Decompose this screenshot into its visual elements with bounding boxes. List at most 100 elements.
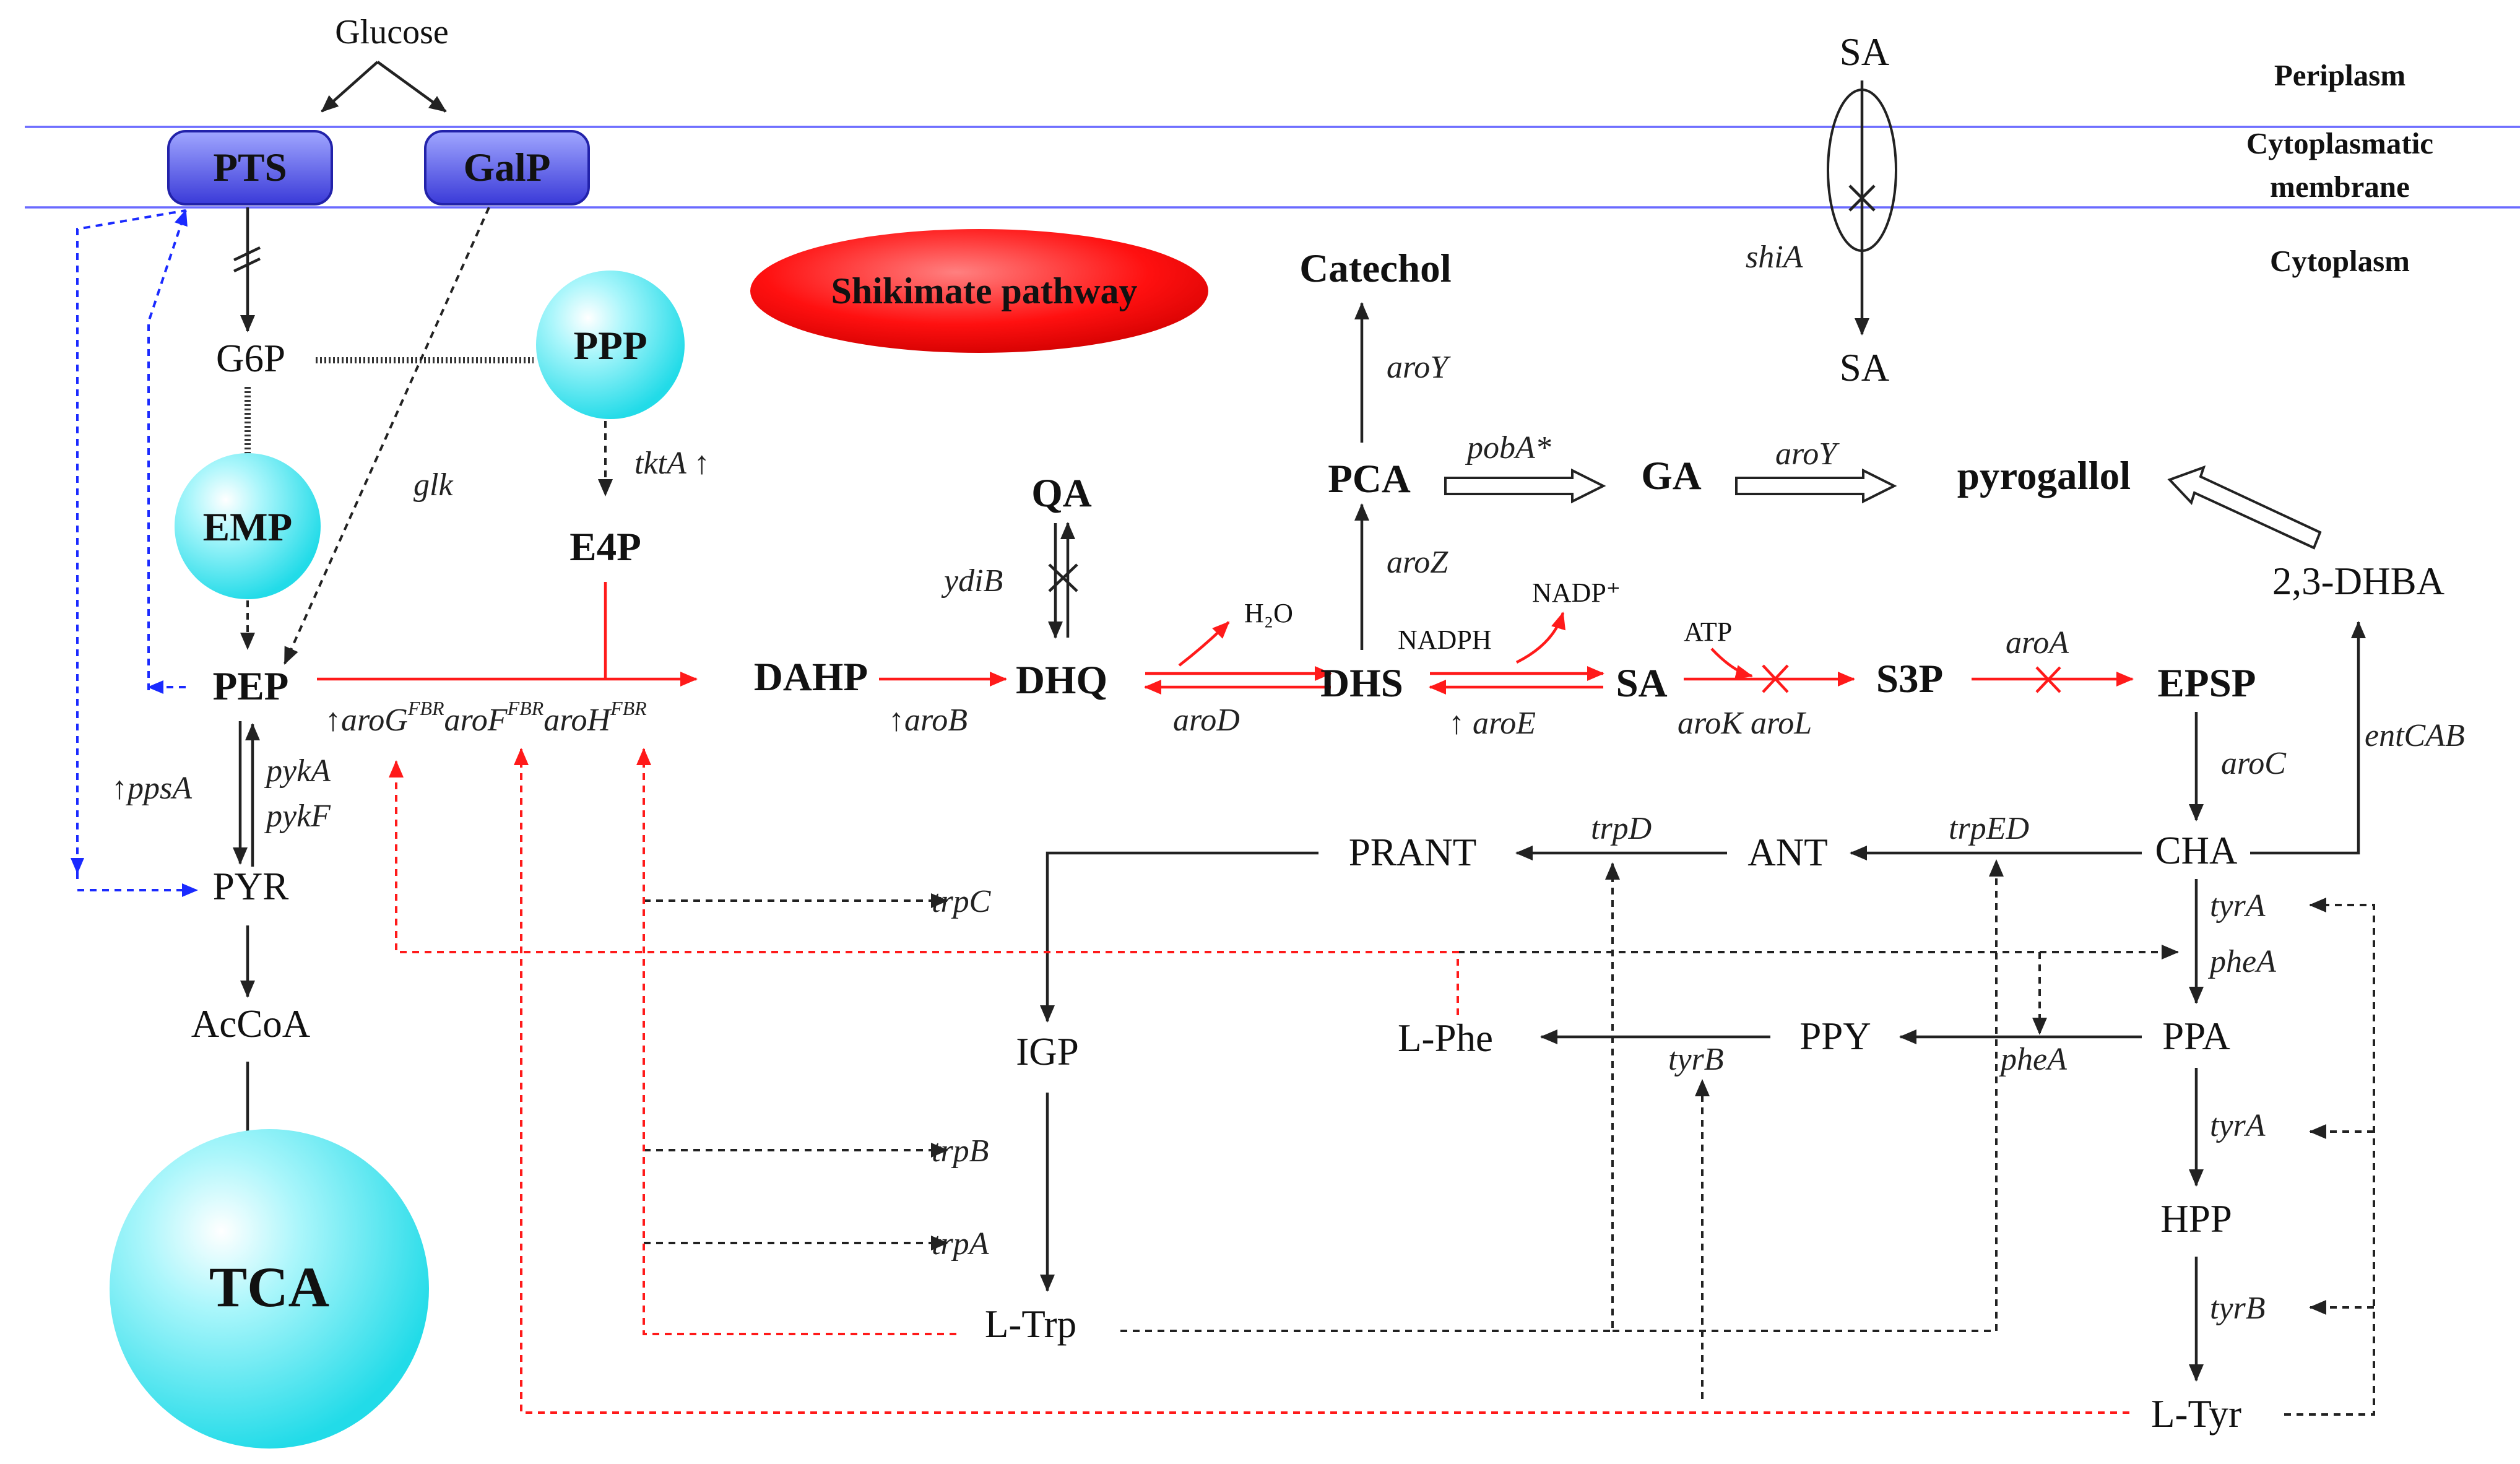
tkta-label: tktA ↑ [634,446,710,481]
periplasm-label: Periplasm [2274,58,2405,92]
galp-transporter-box [424,130,590,206]
tyrb-tyr-label: tyrB [2210,1291,2266,1326]
nadph-label: NADPH [1398,625,1492,655]
ydib-label: ydiB [941,563,1003,599]
ltrp-to-trpd-inhibition [1120,862,1620,1332]
sa-cytoplasm-label: SA [1840,346,1890,389]
pyrogallol-label: pyrogallol [1957,454,2131,498]
accoa-label: AcCoA [191,1002,311,1046]
shikimate-pathway-ellipse [750,229,1208,353]
dhq-label: DHQ [1016,658,1107,703]
prant-to-igp-arrow [1040,851,1318,1023]
atp-consume-arrow [1710,648,1753,680]
ppa-label: PPA [2162,1015,2230,1058]
catechol-label: Catechol [1299,246,1452,291]
pyka-label: pykA [264,753,331,789]
ltyr-label: L-Tyr [2151,1392,2241,1436]
qa-label: QA [1031,471,1092,516]
tyra-cha-label: tyrA [2210,888,2266,924]
ltrp-to-aroh-feedback [636,748,956,1335]
glucose-label: Glucose [335,13,449,51]
cytoplasm-label: Cytoplasm [2270,244,2410,278]
pep-pts-blue-link [147,209,188,690]
glucose-to-pts-arrow [321,61,379,113]
lphe-label: L-Phe [1398,1016,1493,1060]
ltyr-to-tyra-cha-inhibition [2284,898,2375,1416]
aroz-label: aroZ [1387,545,1448,580]
pykf-label: pykF [264,799,331,834]
ga-label: GA [1641,454,1702,498]
arob-label: ↑aroB [888,703,968,738]
galp-label: GalP [464,145,551,190]
galp-to-pep-arrow [284,207,490,665]
trpa-label: trpA [932,1226,989,1262]
pep-label: PEP [213,664,289,709]
pca-to-ga-hollow-arrow [1444,468,1606,504]
sa-periplasm-label: SA [1840,30,1890,74]
lphe-to-arog-feedback [389,760,1459,1015]
aro-g-label: ↑aroGFBRaroFFBRaroHFBR [325,697,647,738]
ga-to-pyrogallol-hollow-arrow [1735,468,1897,504]
sa-label: SA [1616,661,1667,706]
slash-mark [233,246,261,262]
slash-mark [233,257,261,273]
membrane-label-line1: Cytoplasmatic [2246,126,2433,160]
aroa-label: aroA [2006,625,2069,661]
ltrp-label: L-Trp [985,1302,1076,1346]
atp-label: ATP [1684,617,1732,647]
pts-transporter-box [167,130,333,206]
emp-label: EMP [203,505,292,550]
ppy-label: PPY [1799,1015,1871,1058]
tyra-hpp-label: tyrA [2210,1108,2266,1143]
phea-ppy-label: pheA [1998,1042,2067,1077]
aroy-catechol-label: aroY [1387,350,1451,385]
epsp-label: EPSP [2158,661,2256,706]
trpc-label: trpC [932,884,992,919]
pca-label: PCA [1328,457,1411,501]
dhba-to-pyrogallol-hollow-arrow [2167,465,2322,550]
membrane-label-line2: membrane [2270,170,2410,204]
cross-mark [1048,563,1078,592]
aroc-label: aroC [2221,746,2287,781]
e4p-label: E4P [569,525,641,570]
ppsa-label: ↑ppsA [111,771,192,806]
igp-label: IGP [1016,1030,1079,1073]
h2o-label: H₂O [1244,598,1293,628]
cha-to-dhba-arrow [2250,621,2366,855]
shia-label: shiA [1746,240,1803,275]
glk-label: glk [414,467,453,503]
knockout-cross [1848,184,1876,212]
ppp-label: PPP [573,324,647,368]
cha-label: CHA [2155,829,2238,872]
dahp-label: DAHP [754,655,868,700]
knockout-cross [2035,666,2061,693]
nadp-label: NADP⁺ [1532,578,1621,608]
hpp-label: HPP [2160,1197,2232,1241]
glucose-to-galp-arrow [376,61,447,113]
poba-label: pobA* [1465,430,1551,466]
emp-sphere [175,453,321,599]
pyr-label: PYR [213,865,289,908]
ant-label: ANT [1747,831,1827,874]
trpb-label: trpB [932,1133,989,1169]
h2o-release-arrow [1178,621,1230,667]
prant-label: PRANT [1349,831,1477,874]
aroe-label: ↑ aroE [1448,706,1536,741]
trped-label: trpED [1949,811,2029,846]
knockout-cross [1762,664,1789,693]
aroy-pyrogallol-label: aroY [1775,436,1840,472]
pyr-pts-blue-link [76,209,186,879]
arod-label: aroD [1173,703,1240,738]
entcab-label: entCAB [2365,718,2465,753]
ltyr-to-arof-feedback [514,748,2129,1414]
ltrp-to-trped-inhibition [1613,859,2004,1332]
phea-cha-label: pheA [2207,944,2276,979]
ppp-sphere [536,271,685,419]
nadp-release-arrow [1515,612,1566,664]
tyrb-phe-label: tyrB [1668,1042,1724,1077]
trpd-label: trpD [1591,811,1652,846]
pts-label: PTS [213,145,287,190]
s3p-label: S3P [1876,657,1943,701]
g6p-label: G6P [216,337,285,380]
